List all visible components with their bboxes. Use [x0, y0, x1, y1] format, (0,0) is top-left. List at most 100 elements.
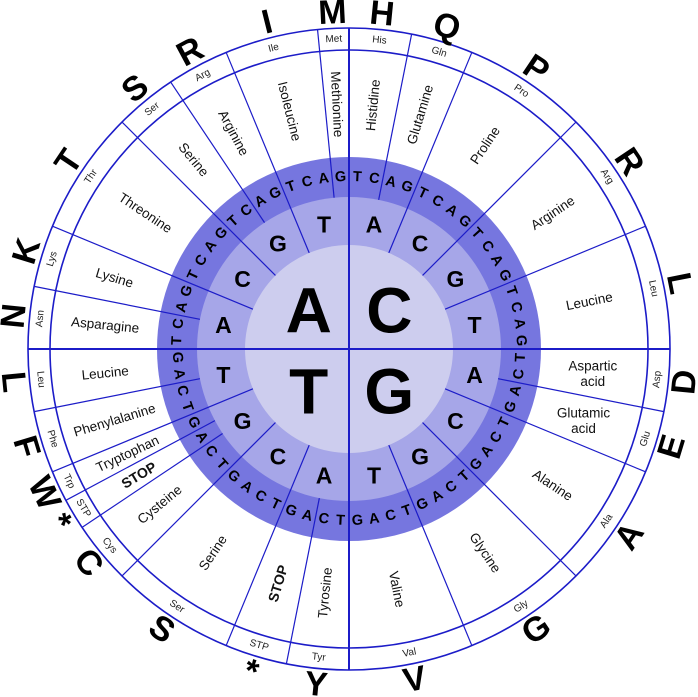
third-base-letter: A: [173, 300, 191, 315]
amino-acid-divider: [378, 34, 413, 201]
amino-acid-name-line: acid: [571, 421, 596, 436]
amino-acid-name-line: Aspartic: [568, 358, 617, 373]
third-base-letter: C: [173, 384, 191, 399]
third-base-letter: G: [351, 513, 363, 530]
second-base-letter: C: [447, 408, 464, 434]
amino-acid-abbreviation: Leu: [34, 371, 47, 389]
amino-acid-divider: [388, 444, 473, 646]
third-base-letter: T: [169, 336, 185, 346]
amino-acid-abbreviation: Met: [325, 33, 342, 45]
third-base-letter: T: [513, 352, 529, 362]
amino-acid-abbreviation: Asn: [34, 309, 47, 327]
first-base-letter: A: [286, 275, 332, 347]
third-base-letter: C: [300, 173, 315, 191]
third-base-letter: G: [502, 399, 521, 415]
amino-acid-divider: [34, 378, 201, 413]
second-base-letter: T: [468, 312, 482, 338]
third-base-letter: T: [353, 169, 363, 185]
second-base-letter: G: [234, 408, 252, 434]
second-base-letter: G: [446, 266, 464, 292]
amino-acid-abbreviation: Tyr: [311, 651, 327, 663]
amino-acid-divider: [388, 52, 473, 254]
amino-acid-name: Tyrosine: [315, 567, 335, 619]
amino-acid-divider: [422, 121, 577, 276]
amino-acid-divider: [52, 388, 254, 473]
third-base-letter: C: [510, 367, 527, 380]
amino-acid-letter: V: [400, 659, 430, 697]
amino-acid-letter: K: [5, 233, 49, 268]
amino-acid-abbreviation: His: [372, 34, 387, 46]
third-base-letter: A: [507, 383, 525, 398]
second-base-letter: A: [366, 211, 383, 237]
amino-acid-abbreviation: Lys: [45, 250, 60, 268]
divider-lines: [28, 28, 670, 670]
third-base-letter: C: [317, 510, 330, 527]
first-base-letter: T: [289, 355, 328, 427]
second-base-letter: A: [215, 312, 232, 338]
third-base-letter: C: [507, 300, 525, 315]
amino-acid-letter: M: [317, 0, 347, 32]
third-base-letter: C: [384, 507, 399, 525]
amino-acid-divider: [444, 225, 646, 310]
third-base-letter: G: [335, 169, 347, 186]
amino-acid-divider: [316, 29, 335, 198]
amino-acid-name: Leucine: [81, 363, 130, 383]
second-base-letter: C: [234, 266, 251, 292]
third-base-letter: C: [368, 170, 381, 187]
amino-acid-divider: [34, 285, 201, 320]
third-base-letter: A: [170, 368, 187, 381]
amino-acid-name: Methionine: [328, 71, 346, 138]
amino-acid-name-line: acid: [580, 374, 605, 389]
amino-acid-abbreviation: Asp: [651, 370, 664, 389]
amino-acid-letter: Y: [303, 664, 330, 697]
amino-acid-divider: [81, 432, 223, 528]
third-base-letter: G: [399, 178, 415, 197]
amino-acid-letter: N: [0, 302, 34, 330]
amino-acid-name-line: Glutamic: [557, 405, 611, 420]
third-base-letter: G: [178, 283, 197, 299]
first-base-letter: G: [364, 355, 414, 427]
amino-acid-divider: [121, 422, 276, 577]
third-base-letter: A: [368, 510, 381, 527]
amino-acid-abbreviation: Leu: [646, 279, 660, 298]
second-base-letter: T: [367, 463, 381, 489]
amino-acid-abbreviation: Gln: [430, 45, 448, 60]
third-base-letter: A: [510, 317, 527, 330]
amino-acid-divider: [497, 378, 664, 413]
amino-acid-letter: E: [650, 430, 693, 463]
amino-acid-letter: *: [239, 651, 263, 691]
third-base-letter: A: [300, 507, 315, 525]
second-base-letter: G: [269, 231, 287, 257]
amino-acid-divider: [422, 422, 577, 577]
amino-acid-letter: *: [40, 507, 80, 539]
amino-acid-letter: I: [258, 3, 276, 42]
first-base-letter: C: [366, 275, 412, 347]
amino-acid-letter: F: [5, 431, 47, 462]
third-base-letter: G: [283, 502, 299, 521]
amino-acid-abbreviation: Ile: [267, 42, 280, 55]
third-base-letter: A: [317, 170, 330, 187]
amino-acid-abbreviation: Glu: [638, 430, 653, 448]
amino-acid-divider: [52, 225, 254, 310]
amino-acid-divider: [285, 497, 320, 664]
second-base-letter: G: [411, 443, 429, 469]
amino-acid-letter: L: [0, 370, 34, 394]
second-base-letter: A: [316, 463, 333, 489]
third-base-letter: T: [336, 513, 346, 529]
amino-acid-abbreviation: Phe: [45, 429, 61, 450]
amino-acid-divider: [170, 81, 266, 223]
amino-acid-letter: D: [664, 368, 698, 396]
amino-acid-letter: Q: [429, 4, 465, 48]
amino-acid-abbreviation: Val: [402, 646, 418, 659]
amino-acid-abbreviation: STP: [248, 638, 270, 654]
third-base-letter: C: [170, 317, 187, 330]
amino-acid-divider: [225, 444, 310, 646]
second-base-letter: T: [317, 211, 331, 237]
second-base-letter: C: [270, 443, 287, 469]
amino-acid-divider: [121, 121, 276, 276]
amino-acid-name: Valine: [386, 570, 408, 609]
amino-acid-divider: [444, 388, 646, 473]
